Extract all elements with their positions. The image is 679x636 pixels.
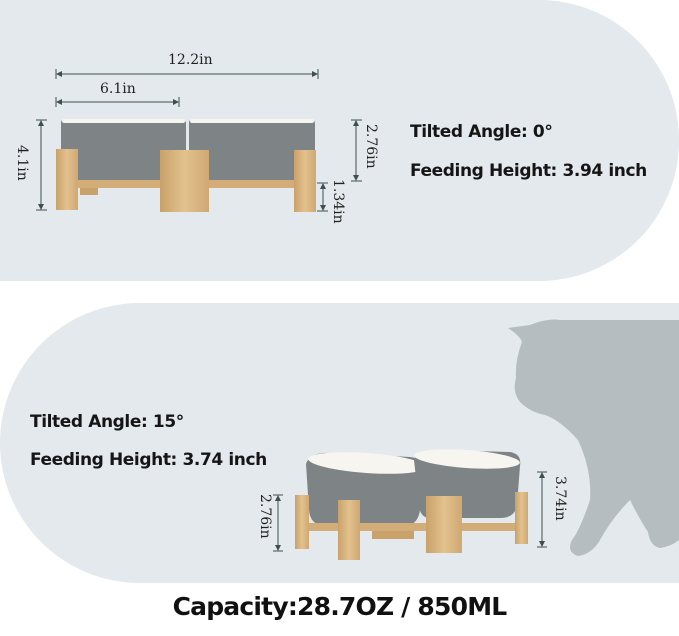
bottom-feeding-height: Feeding Height: 3.74 inch — [30, 450, 267, 470]
dim-bowl-width: 6.1in — [100, 81, 136, 97]
top-bamboo-stand — [56, 149, 316, 212]
capacity-label: Capacity:28.7OZ / 850ML — [172, 592, 508, 621]
bottom-bamboo-stand — [295, 492, 528, 560]
top-bowls — [61, 119, 315, 181]
dim-total-height: 4.1in — [14, 145, 30, 181]
top-dimension-lines — [36, 69, 362, 212]
cat-silhouette-icon — [508, 319, 679, 556]
bottom-tilt-angle: Tilted Angle: 15° — [30, 412, 184, 432]
dim-bottom-total-height: 3.74in — [552, 476, 568, 521]
bottom-dimension-lines — [273, 471, 547, 552]
dim-total-width: 12.2in — [168, 52, 213, 68]
dim-bowl-height: 2.76in — [363, 124, 379, 169]
dim-stand-clearance: 1.34in — [330, 179, 346, 224]
dim-bottom-bowl-height: 2.76in — [257, 494, 273, 539]
top-feeding-height: Feeding Height: 3.94 inch — [410, 161, 647, 181]
top-tilt-angle: Tilted Angle: 0° — [410, 122, 553, 142]
